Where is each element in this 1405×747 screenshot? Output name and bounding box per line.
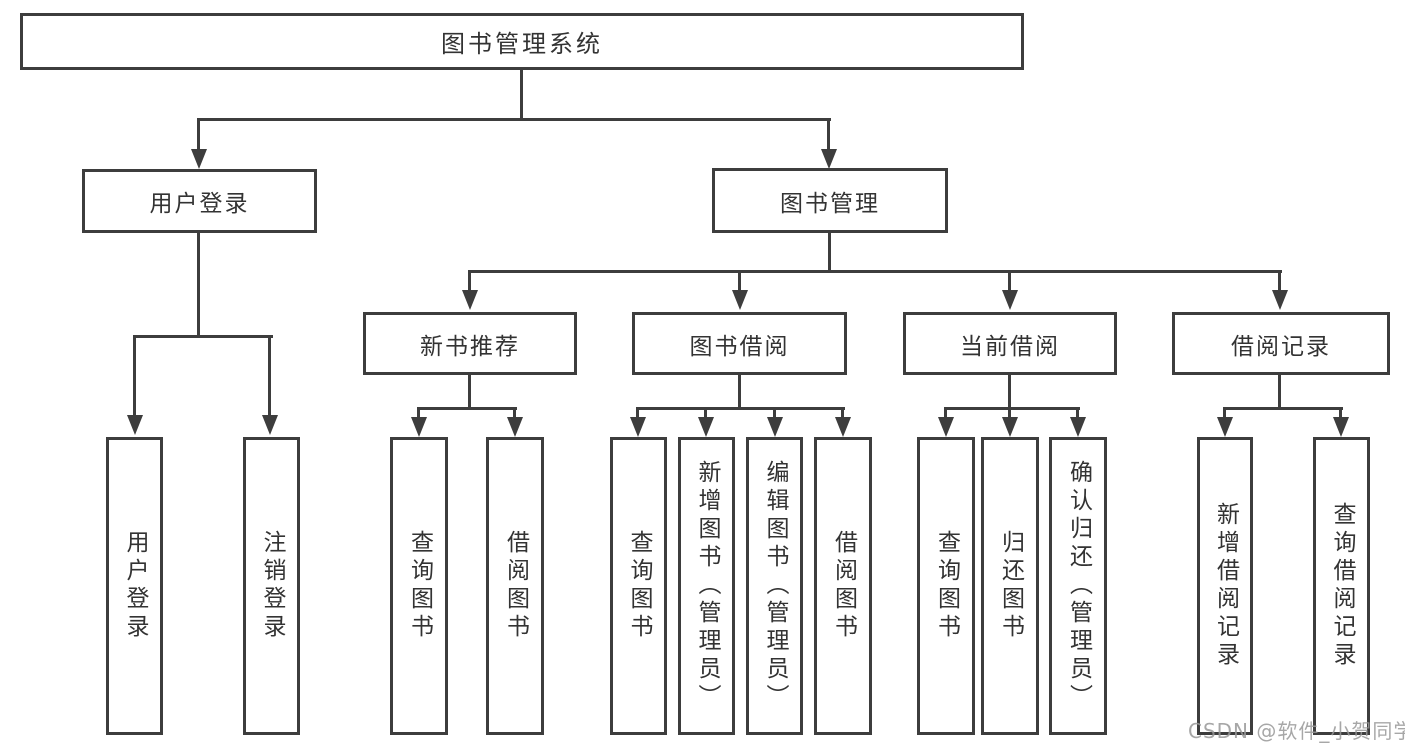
leaf-bb-borrow-books: 借阅图书 [814,437,872,735]
node-book-management: 图书管理 [712,168,948,233]
connector-borrow-records-stem [1278,375,1281,407]
connector-new-book-hline [417,407,517,410]
connector-user-login-hline [133,335,273,338]
arrow-to-nb-query [410,407,427,437]
node-book-borrowing: 图书借阅 [632,312,847,375]
arrow-to-bb-add [697,407,714,437]
arrow-to-user-login [190,118,207,169]
leaf-bb-edit-books-admin: 编辑图书（管理员） [746,437,803,735]
arrow-to-new-book-recommend [461,270,478,310]
arrow-to-cb-query [937,407,954,437]
arrow-to-br-add [1216,407,1233,437]
leaf-nb-query-books: 查询图书 [390,437,448,735]
leaf-br-add-record-label: 新增借阅记录 [1212,502,1239,670]
arrow-to-leaf-user-login [126,335,143,435]
connector-current-borrowing-stem [1008,375,1011,407]
leaf-cb-query-books-label: 查询图书 [933,530,960,642]
connector-current-borrowing-hline [944,407,1080,410]
arrow-to-current-borrowing [1001,270,1018,310]
node-new-book-recommend: 新书推荐 [363,312,577,375]
connector-user-login-stem [197,233,200,335]
leaf-bb-query-books: 查询图书 [610,437,667,735]
leaf-bb-query-books-label: 查询图书 [626,530,652,642]
leaf-user-login-label: 用户登录 [122,530,148,642]
leaf-bb-edit-books-admin-label: 编辑图书（管理员） [762,460,788,712]
arrow-to-book-management [820,118,837,169]
arrow-to-cb-return [1001,407,1018,437]
arrow-to-br-query [1332,407,1349,437]
node-current-borrowing: 当前借阅 [903,312,1117,375]
arrow-to-book-borrowing [731,270,748,310]
leaf-bb-add-books-admin-label: 新增图书（管理员） [694,460,720,712]
leaf-logout: 注销登录 [243,437,300,735]
connector-book-borrowing-hline [636,407,845,410]
leaf-bb-add-books-admin: 新增图书（管理员） [678,437,735,735]
arrow-to-nb-borrow [506,407,523,437]
leaf-logout-label: 注销登录 [259,530,285,642]
leaf-bb-borrow-books-label: 借阅图书 [830,530,857,642]
arrow-to-bb-query [629,407,646,437]
leaf-cb-query-books: 查询图书 [917,437,975,735]
connector-root-stem [520,68,523,118]
leaf-nb-borrow-books-label: 借阅图书 [502,530,529,642]
arrow-to-leaf-logout [261,335,278,435]
connector-new-book-stem [468,375,471,407]
leaf-br-add-record: 新增借阅记录 [1197,437,1253,735]
connector-borrow-records-hline [1223,407,1343,410]
leaf-nb-borrow-books: 借阅图书 [486,437,544,735]
arrow-to-bb-borrow [834,407,851,437]
node-user-login: 用户登录 [82,169,317,233]
leaf-user-login: 用户登录 [106,437,163,735]
arrow-to-borrow-records [1271,270,1288,310]
connector-book-borrowing-stem [738,375,741,407]
leaf-cb-return-books: 归还图书 [981,437,1039,735]
leaf-cb-confirm-return-admin-label: 确认归还（管理员） [1065,460,1092,712]
connector-level3-hline [468,270,1282,273]
node-borrow-records: 借阅记录 [1172,312,1390,375]
arrow-to-bb-edit [766,407,783,437]
leaf-cb-return-books-label: 归还图书 [997,530,1024,642]
connector-level2-hline [197,118,831,121]
leaf-br-query-record: 查询借阅记录 [1313,437,1370,735]
arrow-to-cb-confirm [1069,407,1086,437]
leaf-br-query-record-label: 查询借阅记录 [1329,502,1355,670]
leaf-nb-query-books-label: 查询图书 [406,530,433,642]
node-library-management-system: 图书管理系统 [20,13,1024,70]
leaf-cb-confirm-return-admin: 确认归还（管理员） [1049,437,1107,735]
csdn-watermark: CSDN @软件_小贺同学 [1188,719,1405,743]
connector-book-management-stem [828,233,831,270]
